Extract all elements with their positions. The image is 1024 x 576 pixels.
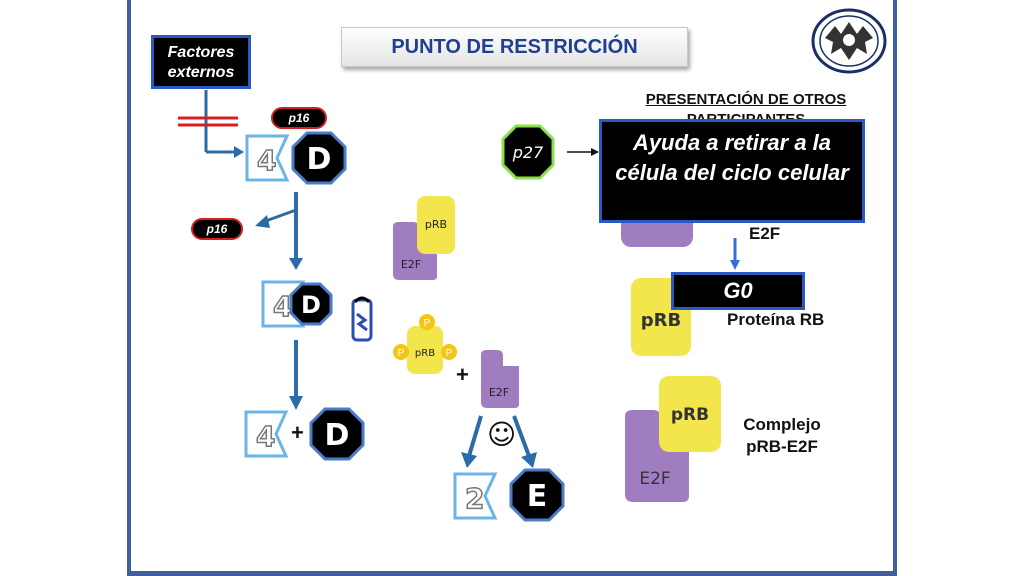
complex-label-line2: pRB-E2F — [746, 437, 818, 456]
e2f-free-icon: E2F — [481, 350, 519, 408]
svg-text:E2F: E2F — [639, 469, 670, 489]
svg-text:E2F: E2F — [489, 386, 509, 399]
g0-box: G0 — [671, 272, 805, 310]
svg-text:P: P — [446, 348, 453, 359]
svg-text:D: D — [307, 142, 332, 177]
phosphorylated-prb-icon: pRB P P P — [393, 314, 457, 374]
diagram-arrows — [178, 90, 740, 468]
plus-sign: + — [456, 362, 469, 387]
svg-text:E: E — [527, 479, 548, 514]
slide: PUNTO DE RESTRICCIÓN Factores externos — [127, 0, 897, 576]
complex-label: Complejo pRB-E2F — [727, 414, 837, 458]
svg-text:4: 4 — [256, 420, 275, 453]
prb-e2f-complex-icon: E2F pRB — [625, 376, 721, 502]
svg-text:pRB: pRB — [671, 405, 709, 425]
p16-badge-top: p16 — [271, 107, 327, 129]
p27-icon: p27 — [501, 124, 555, 180]
svg-text:P: P — [424, 318, 431, 329]
protein-rb-label: Proteína RB — [727, 310, 825, 329]
svg-text:p27: p27 — [512, 143, 544, 162]
cyclin-d-icon: D — [291, 131, 347, 185]
svg-text:E2F: E2F — [401, 258, 421, 271]
svg-text:4: 4 — [273, 290, 292, 323]
svg-text:4: 4 — [257, 144, 276, 177]
cyclin-d-icon: D — [289, 282, 333, 326]
complex-label-line1: Complejo — [743, 415, 821, 434]
svg-text:P: P — [398, 348, 405, 359]
e2f-label: E2F — [749, 224, 781, 243]
phosphorylation-icon — [351, 296, 373, 342]
svg-text:D: D — [301, 291, 321, 319]
svg-text:D: D — [325, 418, 350, 453]
cdk2-icon: 2 — [453, 472, 497, 520]
cdk4-icon: 4 — [245, 134, 289, 182]
cyclin-d-icon: D — [309, 407, 365, 461]
slide-title: PUNTO DE RESTRICCIÓN — [341, 27, 688, 67]
prb-e2f-complex-icon: E2F pRB — [393, 196, 455, 280]
tooltip-box: Ayuda a retirar a la célula del ciclo ce… — [599, 119, 865, 223]
svg-text:pRB: pRB — [425, 218, 447, 231]
p16-badge-mid: p16 — [191, 218, 243, 240]
svg-text:pRB: pRB — [415, 348, 435, 359]
plus-sign: + — [291, 420, 304, 445]
university-seal-icon — [811, 8, 887, 74]
svg-text:2: 2 — [465, 482, 484, 515]
svg-text:pRB: pRB — [641, 310, 681, 331]
external-factors-box: Factores externos — [151, 35, 251, 89]
smiley-icon: ☺ — [487, 418, 517, 451]
cdk4-icon: 4 — [244, 410, 288, 458]
cyclin-e-icon: E — [509, 468, 565, 522]
